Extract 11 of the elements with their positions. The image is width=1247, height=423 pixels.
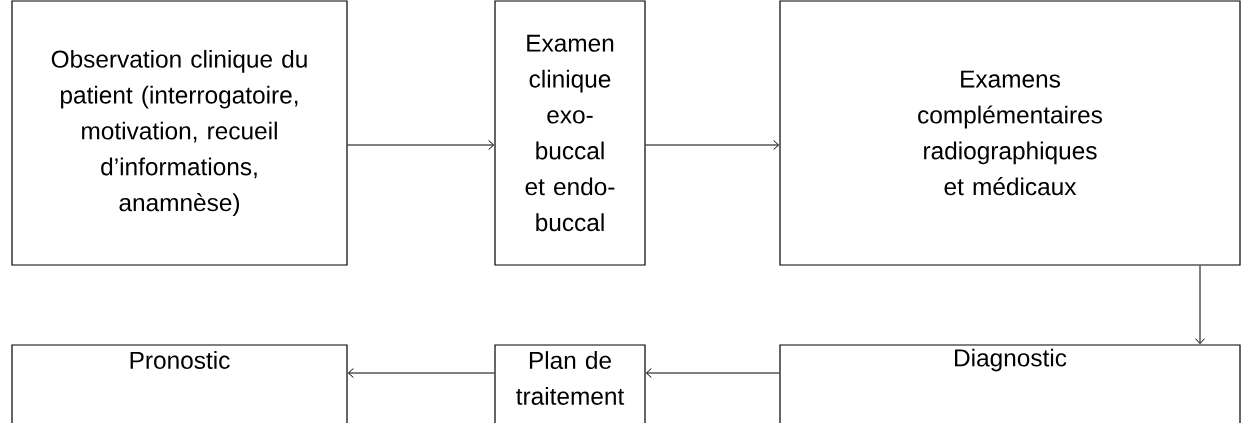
arrow — [347, 368, 495, 378]
process-box: Plan de traitement — [494, 344, 646, 423]
arrow — [1195, 265, 1205, 345]
process-box: Diagnostic — [779, 344, 1241, 423]
arrow — [347, 140, 495, 150]
arrow — [645, 140, 780, 150]
process-box: Examen clinique exo-buccal et endo-buccal — [494, 0, 646, 266]
process-box: Pronostic — [11, 344, 348, 423]
process-box: Observation clinique du patient (interrogatoire, motivation, recueil d’informations, anamnèse) — [11, 0, 348, 266]
process-box: Examens complémentaires radiographiques et médicaux — [779, 0, 1241, 266]
arrow — [645, 368, 780, 378]
